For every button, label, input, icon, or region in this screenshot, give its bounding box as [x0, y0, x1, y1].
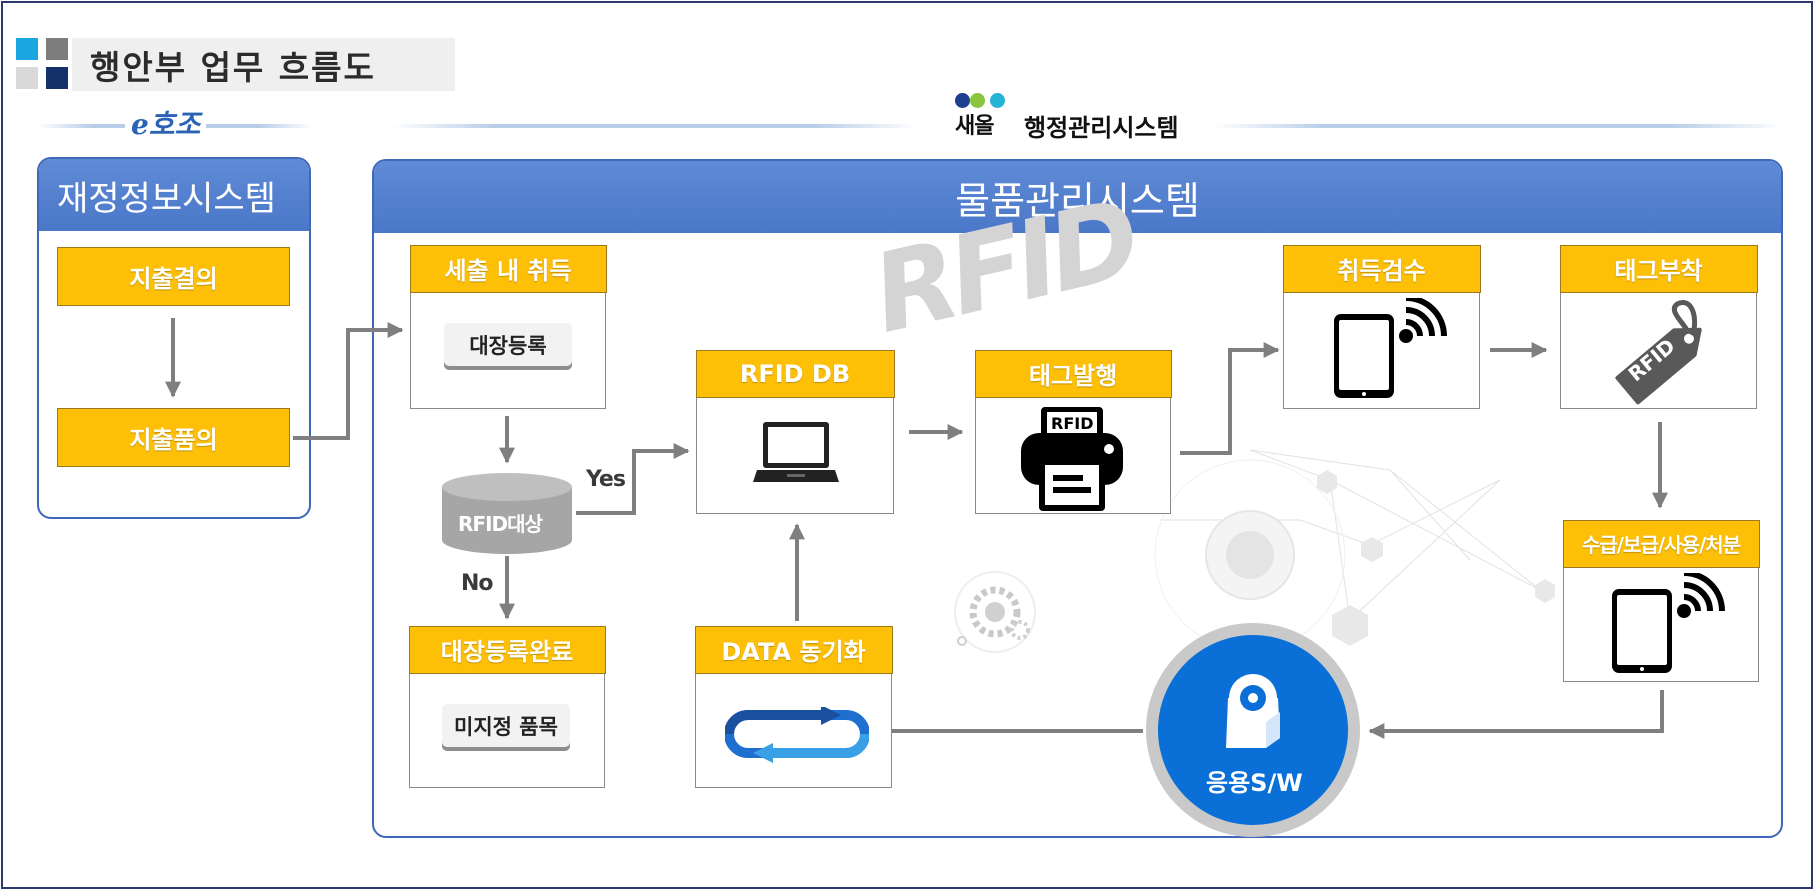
page-title: 행안부 업무 흐름도 [90, 48, 376, 87]
rfid-tag-icon [1615, 300, 1702, 405]
arrow-target-to-rfid-db [576, 443, 690, 515]
separator-right-b [1213, 124, 1783, 128]
ehojo-logo: e호조 [125, 103, 207, 143]
card-rfid-db-title: RFID DB [695, 349, 895, 398]
card-data-sync: DATA 동기화 [694, 625, 893, 788]
tablet-rfid-icon [1612, 573, 1725, 673]
card-acquire: 세출 내 취득 대장등록 [409, 244, 607, 409]
arrow-finance-to-acquire [293, 322, 404, 440]
card-tag-attach: 태그부착 RFID [1559, 244, 1758, 409]
finance-panel-title: 재정정보시스템 [39, 159, 309, 231]
saeol-dot-cyan [990, 93, 1005, 108]
card-tag-issue-title: 태그발행 [974, 349, 1172, 398]
logo-square-gray [46, 38, 68, 60]
card-usage-title: 수급/보급/사용/처분 [1562, 519, 1760, 568]
separator-right-a [392, 124, 917, 128]
goods-panel-title: 물품관리시스템 [374, 161, 1781, 233]
tablet-rfid-icon [1334, 298, 1447, 398]
card-acquire-title: 세출 내 취득 [409, 244, 607, 293]
card-rfid-db: RFID DB [695, 349, 895, 514]
card-data-sync-title: DATA 동기화 [694, 625, 893, 674]
step-expense-resolution: 지출결의 [57, 247, 290, 306]
card-usage: 수급/보급/사용/처분 [1562, 519, 1760, 682]
step-expense-request: 지출품의 [57, 408, 290, 467]
arrow-tag-issue-to-inspection [1180, 342, 1280, 455]
arrow-usage-to-app [1368, 690, 1664, 739]
lock-disc-icon [1226, 674, 1280, 748]
card-ledger-done: 대장등록완료 미지정 품목 [408, 625, 606, 788]
saeol-dot-navy [955, 93, 970, 108]
card-inspection-title: 취득검수 [1282, 244, 1481, 293]
card-tag-attach-title: 태그부착 [1559, 244, 1758, 293]
saeol-dot-green [970, 93, 985, 108]
ledger-register-chip: 대장등록 [444, 323, 572, 366]
rfid-target-label: RFID대상 [458, 512, 543, 536]
sync-arrows-icon [725, 707, 869, 763]
laptop-icon [753, 422, 839, 482]
no-label: No [461, 571, 494, 596]
printer-icon [1021, 407, 1123, 511]
header-bar [72, 38, 455, 91]
logo-square-cyan [16, 38, 38, 60]
logo-square-light [16, 67, 38, 89]
card-ledger-done-title: 대장등록완료 [408, 625, 606, 674]
logo-square-navy [46, 67, 68, 89]
card-tag-issue: 태그발행 RFID [974, 349, 1172, 514]
printer-rfid-label: RFID [1051, 414, 1094, 433]
saeol-logo: 새올 [955, 114, 994, 139]
yes-label: Yes [586, 467, 626, 492]
unassigned-item-chip: 미지정 품목 [442, 704, 570, 747]
card-inspection: 취득검수 [1282, 244, 1481, 409]
saeol-system-title: 행정관리시스템 [1024, 114, 1179, 142]
app-software-label: 응용S/W [1206, 769, 1303, 797]
